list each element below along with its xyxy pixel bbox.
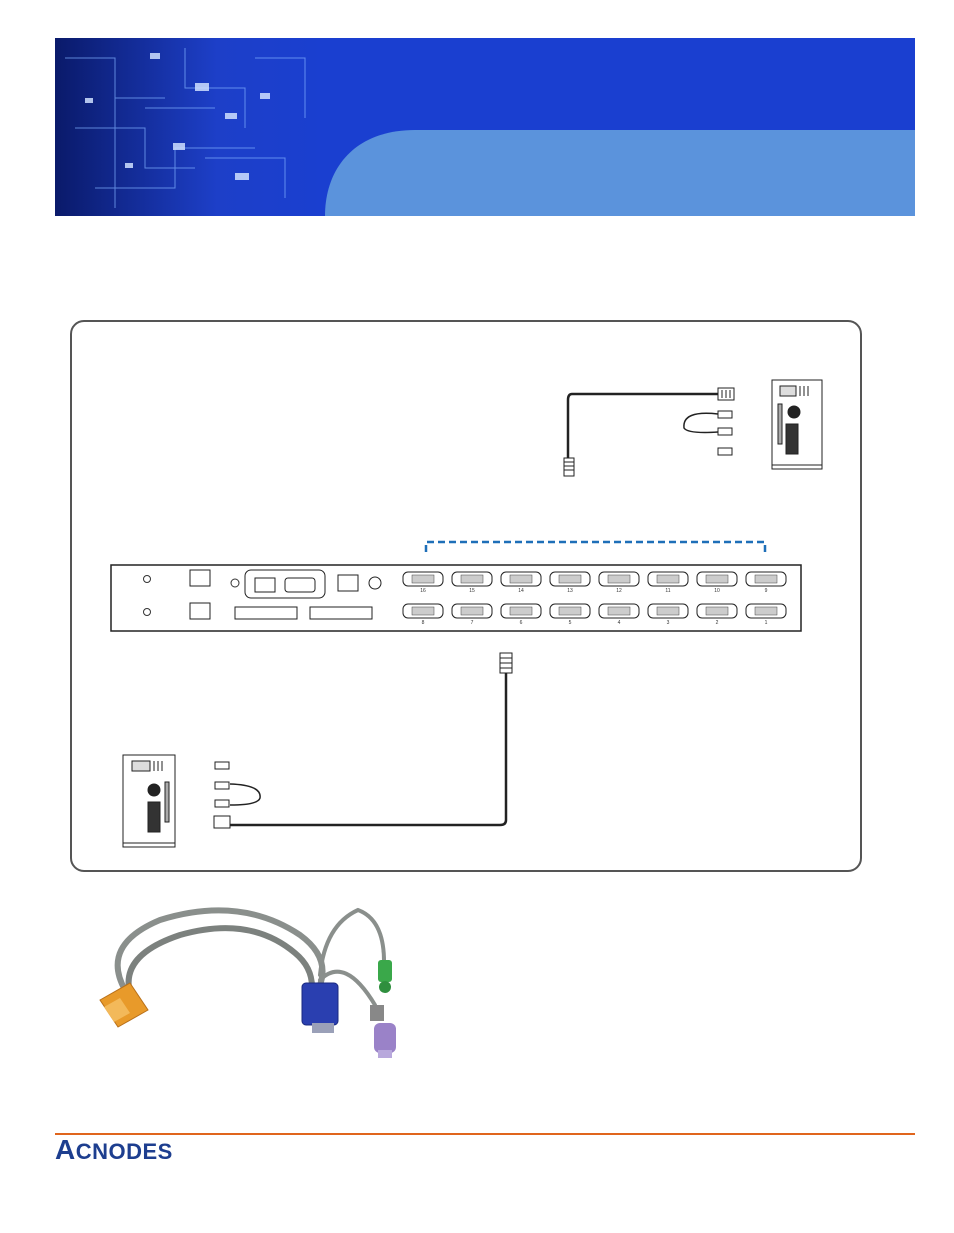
header-banner	[55, 38, 915, 216]
kvm-connection-diagram: 16 15 14 13 12 11 10 9 8 7 6 5 4 3 2 1	[70, 320, 862, 872]
ps2-mouse-green-icon	[378, 960, 392, 993]
top-cable-plug-icon	[564, 458, 574, 476]
cpu-port-pins	[706, 575, 728, 583]
cpu-port-number: 10	[714, 588, 720, 594]
footer-divider	[55, 1133, 915, 1135]
acnodes-logo: ACNODES	[55, 1134, 173, 1166]
cpu-port-number: 16	[420, 588, 426, 594]
top-kvm-cable	[568, 394, 718, 458]
vga-connector-blue-icon	[302, 983, 338, 1033]
cpu-port-number: 3	[667, 620, 670, 626]
daisy-chain-port-out	[310, 607, 372, 619]
cpu-port-pins	[412, 575, 434, 583]
cpu-port-pins	[510, 575, 532, 583]
cpu-port-number: 4	[618, 620, 621, 626]
computer-tower-icon	[772, 380, 822, 469]
cpu-port-number: 1	[765, 620, 768, 626]
cpu-port-pins	[461, 575, 483, 583]
cpu-port-pins	[657, 575, 679, 583]
cpu-port-number: 8	[422, 620, 425, 626]
cpu-port-pins	[755, 575, 777, 583]
vga-connector-top-icon	[718, 388, 734, 400]
bottom-connectors-icon	[214, 762, 230, 828]
kvm-cable-photo	[90, 895, 420, 1070]
cable-branch-mouse	[320, 910, 384, 975]
bottom-cable-plug-icon	[500, 653, 512, 673]
kvm-switch-rear-panel: 16 15 14 13 12 11 10 9 8 7 6 5 4 3 2 1	[111, 565, 801, 631]
ps2-connector-top-icon	[718, 411, 732, 455]
daisy-chain-port-in	[235, 607, 297, 619]
cpu-port-pins	[657, 607, 679, 615]
cpu-port-pins	[412, 607, 434, 615]
cpu-port-number: 2	[716, 620, 719, 626]
computer-tower-icon	[123, 755, 175, 847]
cpu-port-number: 5	[569, 620, 572, 626]
cpu-port-number: 9	[765, 588, 768, 594]
cpu-port-pins	[461, 607, 483, 615]
cable-inner	[129, 928, 312, 993]
port-range-bracket	[426, 542, 765, 552]
cpu-port-number: 14	[518, 588, 524, 594]
power-jack-icon	[369, 577, 381, 589]
banner-light-curve	[325, 130, 915, 216]
bottom-kvm-cable	[230, 673, 506, 825]
cpu-port-pins	[510, 607, 532, 615]
cpu-port-pins	[559, 607, 581, 615]
cpu-port-pins	[706, 607, 728, 615]
cpu-port-pins	[608, 575, 630, 583]
cpu-port-pins	[559, 575, 581, 583]
cpu-port-number: 12	[616, 588, 622, 594]
cpu-port-pins	[755, 607, 777, 615]
cpu-port-number: 7	[471, 620, 474, 626]
cpu-port-number: 15	[469, 588, 475, 594]
kvm-connector-orange-icon	[100, 983, 148, 1027]
ps2-keyboard-purple-icon	[370, 1005, 396, 1058]
cpu-port-number: 11	[665, 588, 670, 594]
cpu-port-number: 13	[567, 588, 573, 594]
cpu-port-pins	[608, 607, 630, 615]
cpu-port-number: 6	[520, 620, 523, 626]
